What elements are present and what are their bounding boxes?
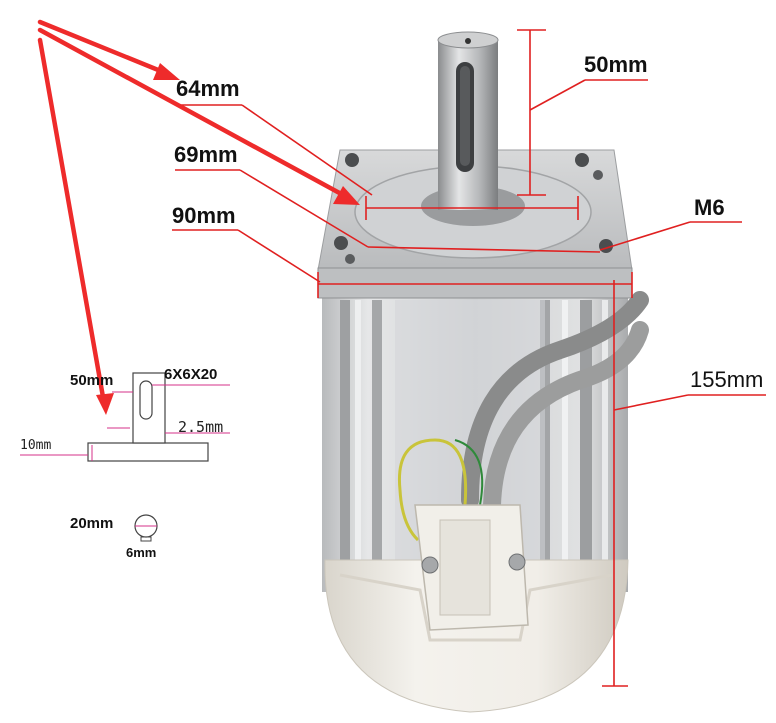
label-body-length: 155mm bbox=[690, 367, 764, 392]
shaft-detail-drawing bbox=[20, 372, 230, 542]
dimension-lines bbox=[172, 29, 766, 687]
detail-key: 6X6X20 bbox=[164, 366, 218, 383]
detail-base: 10mm bbox=[20, 438, 52, 453]
detail-shoulder: 2.5mm bbox=[178, 418, 224, 436]
cable bbox=[397, 291, 649, 542]
detail-diameter: 20mm bbox=[70, 515, 114, 532]
annotation-arrows bbox=[37, 19, 360, 415]
detail-length: 50mm bbox=[70, 372, 114, 389]
label-thread: M6 bbox=[694, 195, 725, 220]
detail-key-width: 6mm bbox=[126, 545, 157, 560]
shaft bbox=[437, 31, 499, 210]
label-shaft-length: 50mm bbox=[584, 52, 648, 77]
end-cap bbox=[324, 559, 629, 713]
label-flange-inner: 64mm bbox=[176, 76, 240, 101]
label-bolt-circle: 69mm bbox=[174, 142, 238, 167]
cable-gland bbox=[414, 504, 529, 631]
label-flange-width: 90mm bbox=[172, 203, 236, 228]
